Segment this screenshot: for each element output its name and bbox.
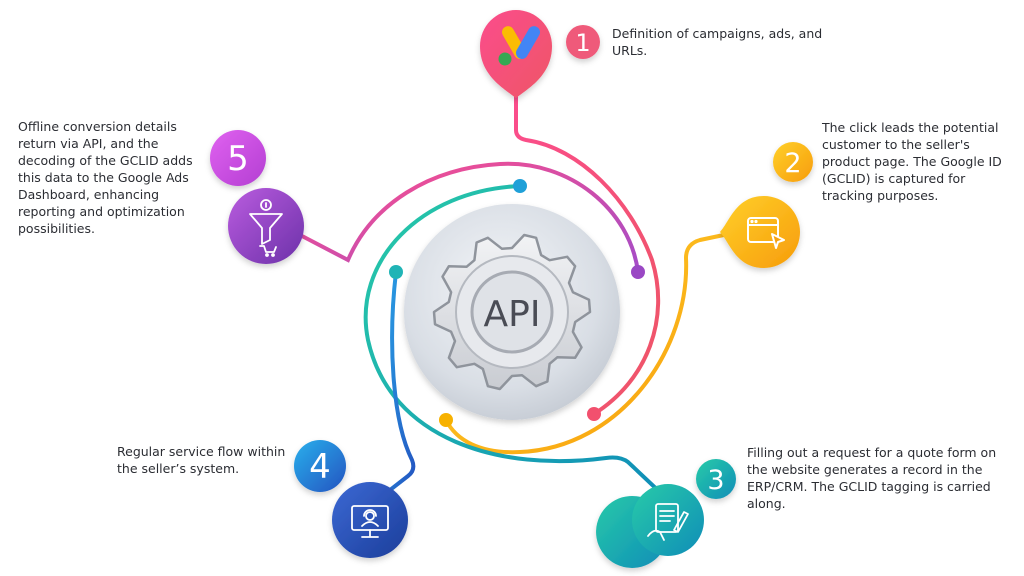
- step-4: 4: [294, 440, 408, 558]
- arc-step-4: [370, 270, 416, 506]
- step-5-number-badge: [210, 130, 266, 186]
- step-2-pin: [720, 196, 800, 268]
- api-label: API: [484, 294, 541, 335]
- step-2-description: The click leads the potential customer t…: [822, 120, 1002, 203]
- step-3-number: 3: [707, 465, 724, 496]
- step-1-number: 1: [575, 29, 590, 57]
- form-document-icon: [647, 503, 689, 541]
- arc-step-2: [444, 230, 740, 455]
- step-1-number-badge: [566, 25, 600, 59]
- funnel-cart-icon: [249, 199, 283, 257]
- step-1: 1: [480, 10, 600, 98]
- step-5-pin: [228, 188, 304, 264]
- step-2: 2: [720, 142, 813, 268]
- arc-endpoint-dot: [513, 179, 527, 193]
- step-5-description: Offline conversion details return via AP…: [18, 119, 193, 236]
- arc-endpoint-dot: [389, 265, 403, 279]
- step-5: 5: [210, 130, 304, 264]
- step-2-number-badge: [773, 142, 813, 182]
- step-2-number: 2: [784, 148, 801, 179]
- google-ads-logo-icon: [498, 26, 540, 66]
- arc-step-5: [300, 161, 640, 274]
- step-3-description: Filling out a request for a quote form o…: [747, 445, 997, 511]
- step-4-number: 4: [309, 447, 331, 487]
- api-center-gear: API: [404, 204, 620, 420]
- arc-endpoint-dot: [631, 265, 645, 279]
- connector-arcs: [300, 93, 740, 506]
- support-monitor-icon: [351, 505, 389, 538]
- step-1-description: Definition of campaigns, ads, and URLs.: [612, 26, 823, 58]
- browser-click-icon: [747, 217, 785, 249]
- arc-step-3: [363, 184, 666, 498]
- arc-endpoint-dot: [439, 413, 453, 427]
- arc-step-1: [514, 93, 661, 416]
- step-3: 3: [596, 459, 736, 568]
- step-4-number-badge: [294, 440, 346, 492]
- step-4-description: Regular service flow within the seller’s…: [117, 444, 286, 476]
- step-3-number-badge: [696, 459, 736, 499]
- step-5-number: 5: [227, 139, 249, 179]
- arc-endpoint-dot: [587, 407, 601, 421]
